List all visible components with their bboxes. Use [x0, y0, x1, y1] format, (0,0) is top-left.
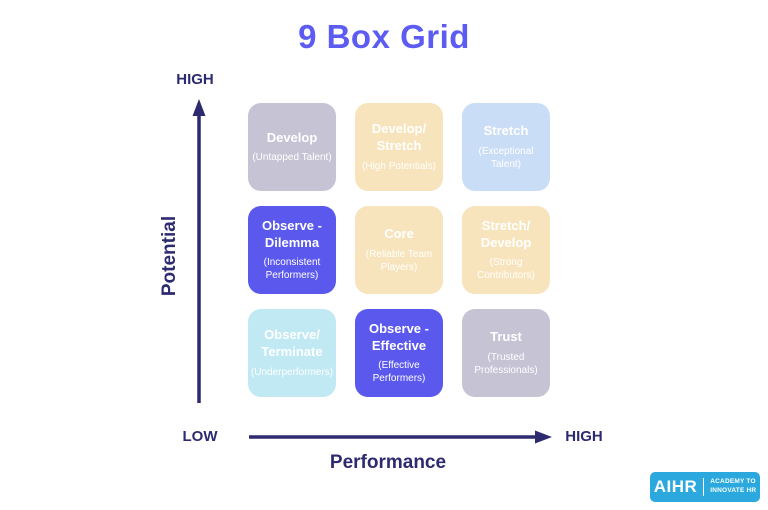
cell-sublabel: (Strong Contributors): [477, 257, 535, 282]
cell-label: Stretch/ Develop: [480, 217, 532, 250]
x-axis-high-label: HIGH: [565, 428, 603, 445]
page-title: 9 Box Grid: [298, 18, 470, 55]
cell-sublabel: (Underperformers): [250, 366, 334, 378]
grid-cell: Core (Reliable Team Players): [355, 206, 443, 294]
grid-cell: Observe - Effective (Effective Performer…: [355, 309, 443, 397]
logo-divider: [703, 478, 705, 496]
x-axis-arrow: [249, 430, 552, 444]
x-axis-title: Performance: [329, 452, 447, 473]
grid-cell: Develop/ Stretch (High Potentials): [355, 103, 443, 191]
cell-sublabel: (Inconsistent Performers): [263, 257, 321, 282]
y-axis-arrow: [192, 99, 206, 403]
grid-cell: Stretch (Exceptional Talent): [462, 103, 550, 191]
cell-label: Trust: [490, 329, 522, 345]
cell-sublabel: (Untapped Talent): [252, 152, 332, 164]
aihr-logo: AIHR ACADEMY TO INNOVATE HR: [650, 472, 760, 502]
grid-cell: Observe/ Terminate (Underperformers): [248, 309, 336, 397]
nine-box-grid: Develop (Untapped Talent) Develop/ Stret…: [248, 103, 550, 397]
x-axis-low-label: LOW: [182, 428, 218, 445]
cell-sublabel: (Exceptional Talent): [478, 145, 534, 170]
cell-sublabel: (Effective Performers): [372, 360, 426, 385]
grid-cell: Trust (Trusted Professionals): [462, 309, 550, 397]
grid-cell: Observe - Dilemma (Inconsistent Performe…: [248, 206, 336, 294]
grid-cell: Stretch/ Develop (Strong Contributors): [462, 206, 550, 294]
cell-label: Develop: [266, 129, 318, 145]
cell-sublabel: (Reliable Team Players): [365, 248, 433, 273]
cell-label: Observe - Dilemma: [262, 217, 322, 250]
cell-sublabel: (Trusted Professionals): [474, 351, 538, 376]
y-axis-high-label: HIGH: [176, 71, 214, 88]
cell-label: Core: [384, 226, 414, 242]
aihr-logo-tagline: ACADEMY TO INNOVATE HR: [710, 478, 757, 494]
cell-sublabel: (High Potentials): [362, 160, 436, 172]
cell-label: Stretch: [483, 123, 529, 139]
cell-label: Observe - Effective: [369, 320, 429, 353]
grid-cell: Develop (Untapped Talent): [248, 103, 336, 191]
cell-label: Observe/ Terminate: [261, 327, 323, 359]
aihr-logo-brand: AIHR: [653, 477, 698, 496]
cell-label: Develop/ Stretch: [371, 121, 427, 153]
y-axis-title: Potential: [159, 215, 180, 297]
